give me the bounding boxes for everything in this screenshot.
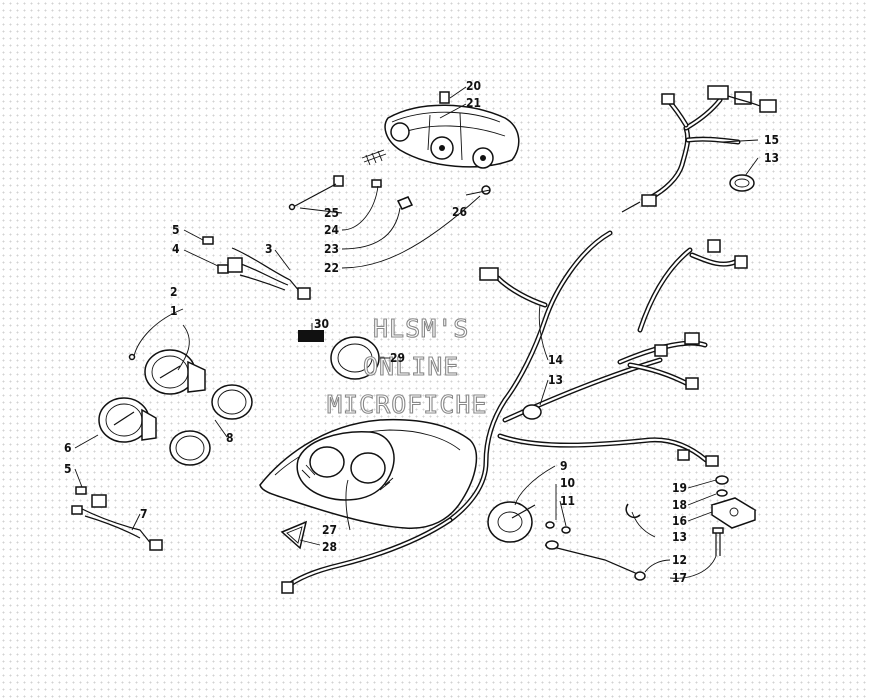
callout-13-lower: 13: [672, 530, 687, 544]
callout-20: 20: [466, 79, 481, 93]
callout-22: 22: [324, 261, 339, 275]
speedometer: [128, 349, 206, 395]
gauge-harness-lower: [71, 486, 163, 551]
watermark-line1: HLSM'S: [373, 314, 469, 343]
callout-3: 3: [265, 242, 273, 256]
callout-17: 17: [672, 571, 687, 585]
callout-26: 26: [452, 205, 467, 219]
callout-13-harness: 13: [548, 373, 563, 387]
wiring-harness: [281, 230, 748, 594]
callout-27: 27: [322, 523, 337, 537]
callout-labels: 1 2 3 4 5 5 6 7 8 9 10 11 12 13 13 13 14…: [64, 79, 779, 585]
watermark: HLSM'S ONLINE MICROFICHE: [326, 313, 488, 419]
callout-6: 6: [64, 441, 72, 455]
callout-5-upper: 5: [172, 223, 180, 237]
callout-5-lower: 5: [64, 462, 72, 476]
callout-23: 23: [324, 242, 339, 256]
callout-4: 4: [172, 242, 180, 256]
callout-14: 14: [548, 353, 564, 367]
callout-30: 30: [314, 317, 329, 331]
handlebar-parts: [487, 475, 757, 581]
hood-console: [259, 418, 478, 550]
gauge-harness-upper: [202, 236, 311, 300]
callout-2: 2: [170, 285, 178, 299]
callout-15: 15: [764, 133, 779, 147]
tachometer: [98, 397, 157, 443]
callout-28: 28: [322, 540, 337, 554]
callout-7: 7: [140, 507, 148, 521]
callout-24: 24: [324, 223, 340, 237]
callout-9: 9: [560, 459, 568, 473]
headlight-assembly: [288, 91, 520, 211]
callout-10: 10: [560, 476, 575, 490]
callout-19: 19: [672, 481, 687, 495]
callout-8: 8: [226, 431, 234, 445]
gauge-seal-lower: [169, 430, 211, 466]
callout-21: 21: [466, 96, 481, 110]
watermark-line2: ONLINE: [363, 352, 459, 381]
callout-11: 11: [560, 494, 575, 508]
callout-12: 12: [672, 553, 687, 567]
callout-13-upper: 13: [764, 151, 779, 165]
leader-lines: [74, 86, 759, 579]
callout-18: 18: [672, 498, 687, 512]
callout-16: 16: [672, 514, 687, 528]
front-harness: [621, 85, 777, 213]
decal-30: [298, 330, 324, 342]
callout-29: 29: [390, 351, 405, 365]
gauge-seal-upper: [211, 384, 253, 420]
callout-25: 25: [324, 206, 339, 220]
watermark-line3: MICROFICHE: [327, 390, 488, 419]
callout-1: 1: [170, 304, 178, 318]
gauge-bezel: [330, 336, 380, 380]
